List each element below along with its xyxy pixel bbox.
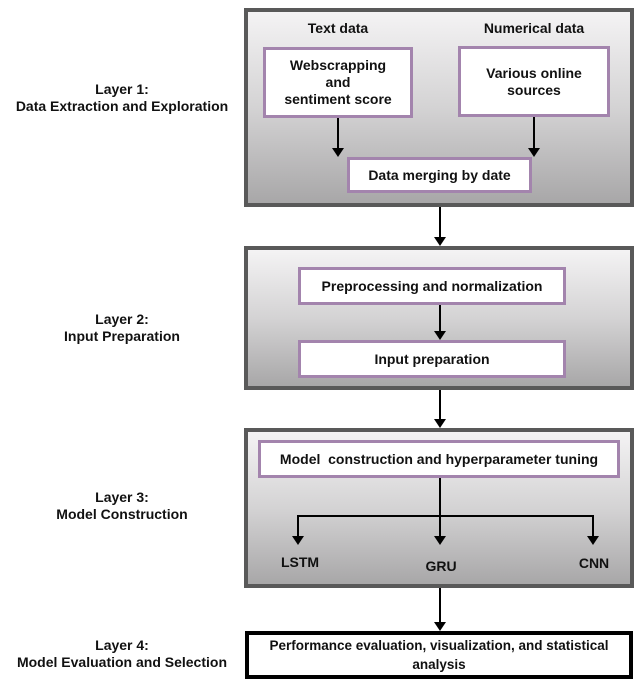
layer2-label-line2: Input Preparation	[64, 328, 180, 344]
arrow-to-lstm	[292, 515, 304, 545]
arrowhead-icon	[587, 536, 599, 545]
arrow-to-cnn	[587, 515, 599, 545]
numerical-data-header: Numerical data	[483, 20, 585, 36]
arrow-shaft	[592, 515, 594, 539]
model-construction-box: Model construction and hyperparameter tu…	[258, 440, 620, 478]
arrowhead-icon	[434, 419, 446, 428]
arrowhead-icon	[434, 536, 446, 545]
arrow-sources-to-merge	[528, 117, 540, 157]
layer3-label-line2: Model Construction	[56, 506, 188, 522]
arrowhead-icon	[292, 536, 304, 545]
arrow-shaft	[439, 390, 441, 422]
text-data-header: Text data	[307, 20, 369, 36]
layer4-label: Layer 4: Model Evaluation and Selection	[0, 637, 244, 671]
arrowhead-icon	[434, 622, 446, 631]
layer4-label-line2: Model Evaluation and Selection	[16, 654, 228, 670]
layer3-panel: Model construction and hyperparameter tu…	[244, 428, 634, 588]
layer2-label-line1: Layer 2:	[95, 311, 149, 327]
layer1-label-line2: Data Extraction and Exploration	[15, 98, 229, 114]
branch-stem-line	[439, 478, 441, 516]
arrow-shaft	[297, 515, 299, 539]
arrow-preprocessing-to-input	[434, 305, 446, 340]
data-merging-box: Data merging by date	[347, 157, 532, 193]
final-evaluation-box: Performance evaluation, visualization, a…	[245, 631, 633, 679]
gru-label: GRU	[425, 558, 457, 574]
arrow-to-gru	[434, 515, 446, 545]
arrow-layer3-to-layer4	[434, 588, 446, 631]
lstm-label: LSTM	[280, 554, 320, 570]
cnn-label: CNN	[578, 555, 610, 571]
layer1-label-line1: Layer 1:	[95, 81, 149, 97]
layer4-label-line1: Layer 4:	[95, 637, 149, 653]
arrow-webscraping-to-merge	[332, 118, 344, 157]
arrowhead-icon	[434, 237, 446, 246]
preprocessing-box: Preprocessing and normalization	[298, 267, 566, 305]
layer3-label-line1: Layer 3:	[95, 489, 149, 505]
arrow-shaft	[337, 118, 339, 151]
arrow-layer1-to-layer2	[434, 207, 446, 246]
branch-horizontal-line	[298, 515, 594, 517]
layer1-label: Layer 1: Data Extraction and Exploration	[0, 81, 244, 115]
arrow-shaft	[439, 588, 441, 625]
webscraping-box: Webscrapping and sentiment score	[263, 47, 413, 118]
layer2-panel: Preprocessing and normalization Input pr…	[244, 246, 634, 390]
input-preparation-box: Input preparation	[298, 340, 566, 378]
layer1-panel: Text data Numerical data Webscrapping an…	[244, 8, 634, 207]
arrow-shaft	[439, 305, 441, 334]
layer3-label: Layer 3: Model Construction	[0, 489, 244, 523]
arrow-shaft	[439, 515, 441, 539]
arrow-shaft	[533, 117, 535, 151]
arrowhead-icon	[528, 148, 540, 157]
arrow-shaft	[439, 207, 441, 240]
online-sources-box: Various online sources	[458, 46, 610, 117]
arrowhead-icon	[434, 331, 446, 340]
arrowhead-icon	[332, 148, 344, 157]
layer2-label: Layer 2: Input Preparation	[0, 311, 244, 345]
arrow-layer2-to-layer3	[434, 390, 446, 428]
